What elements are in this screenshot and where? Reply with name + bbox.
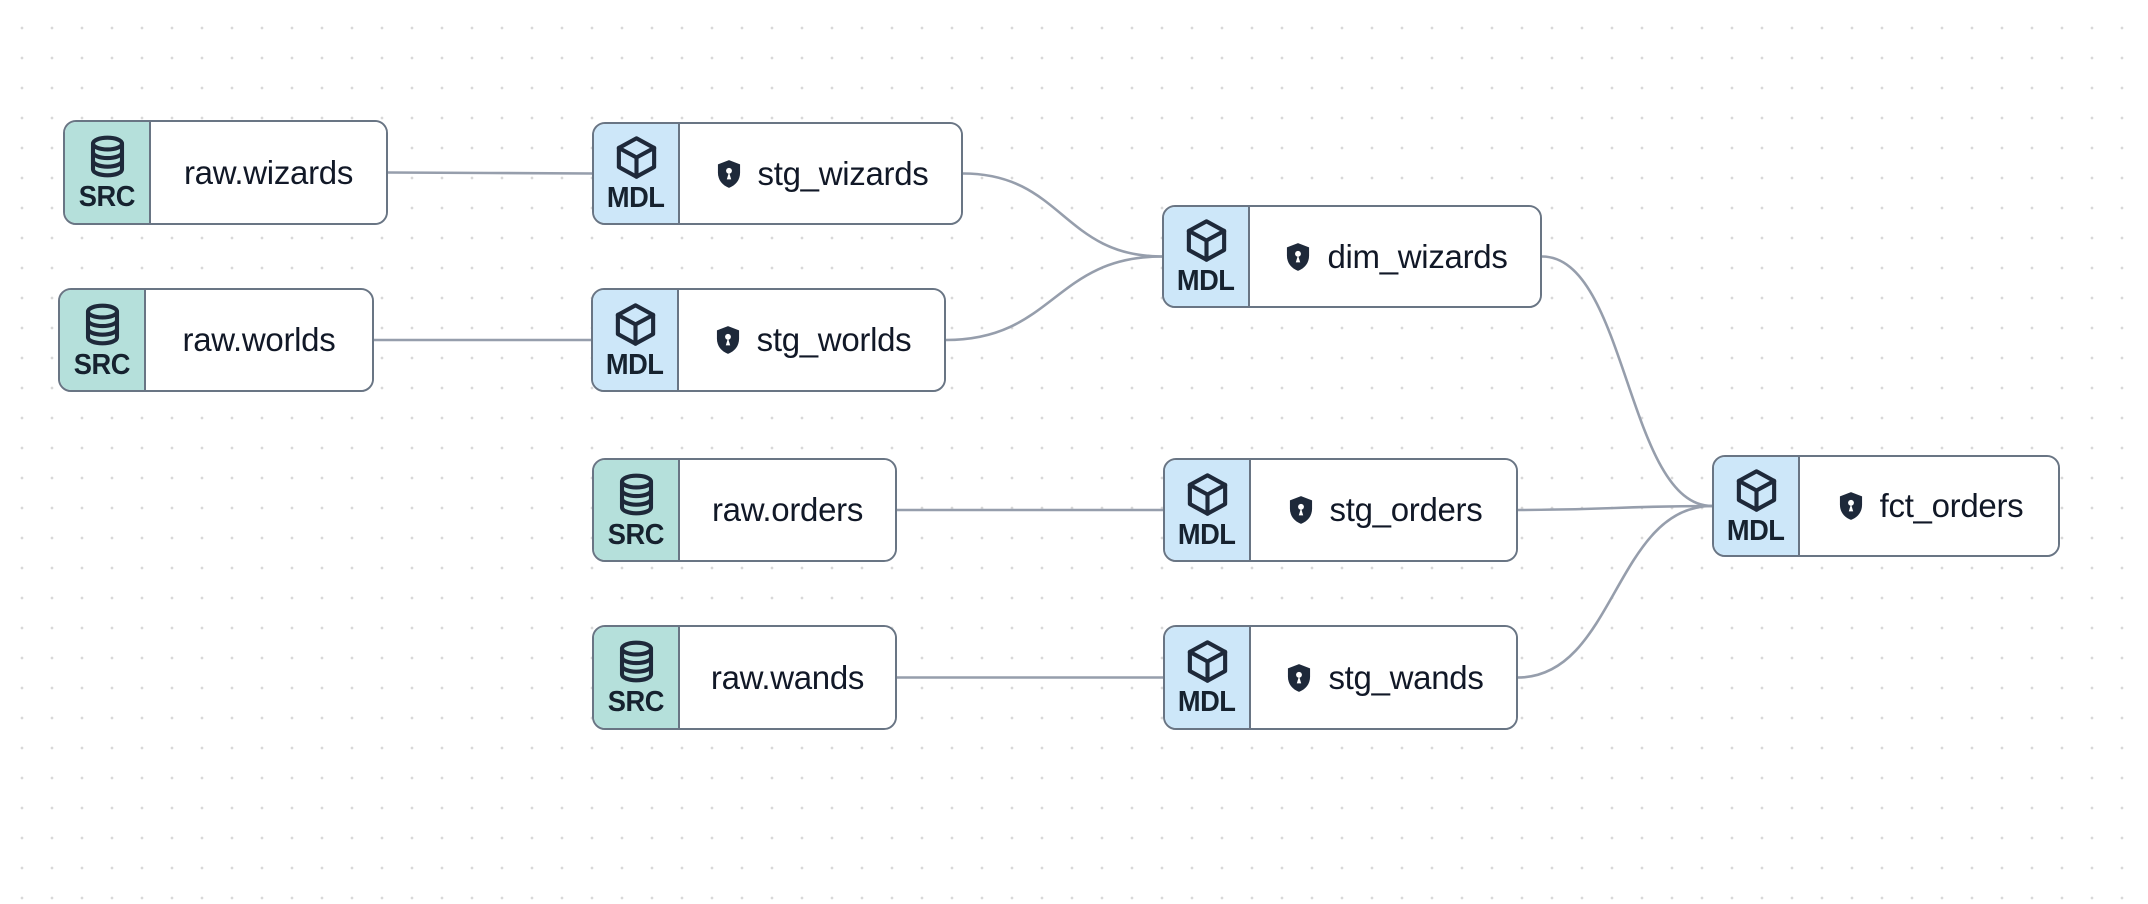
node-type-label: MDL [1177, 265, 1235, 297]
database-icon [613, 638, 660, 685]
node-stg_wands[interactable]: MDL stg_wands [1163, 625, 1518, 730]
cube-icon [612, 301, 659, 348]
node-type-badge: SRC [594, 460, 680, 560]
node-type-badge: SRC [594, 627, 680, 728]
node-fct_orders[interactable]: MDL fct_orders [1712, 455, 2060, 557]
edge-stg_orders-to-fct_orders [1516, 504, 1714, 512]
node-name: fct_orders [1879, 487, 2024, 524]
cube-icon [1183, 217, 1230, 264]
node-name: raw.wands [710, 658, 865, 696]
node-type-label: SRC [607, 686, 665, 718]
node-body: raw.wands [680, 627, 895, 728]
node-name: stg_wizards [757, 154, 929, 192]
node-name: raw.worlds [182, 321, 336, 358]
node-name: raw.wizards [183, 153, 354, 191]
node-type-label: SRC [78, 181, 136, 213]
node-type-label: MDL [1178, 686, 1236, 718]
node-raw-orders[interactable]: SRC raw.orders [592, 458, 897, 562]
shield-keyhole-icon [1283, 662, 1315, 694]
cube-icon [1184, 471, 1231, 518]
node-name: stg_wands [1328, 658, 1484, 696]
node-type-badge: SRC [65, 122, 151, 223]
cube-icon [613, 134, 660, 181]
node-type-label: MDL [607, 182, 665, 214]
node-type-badge: MDL [1714, 457, 1800, 555]
node-raw-worlds[interactable]: SRC raw.worlds [58, 288, 374, 392]
node-stg_worlds[interactable]: MDL stg_worlds [591, 288, 946, 392]
node-body: raw.wizards [151, 122, 386, 223]
node-body: dim_wizards [1250, 207, 1540, 306]
edge-raw-wizards-to-stg_wizards [386, 171, 594, 175]
node-body: stg_wizards [680, 124, 961, 223]
node-stg_orders[interactable]: MDL stg_orders [1163, 458, 1518, 562]
node-type-label: SRC [607, 518, 665, 551]
node-type-label: MDL [606, 348, 664, 381]
cube-icon [1733, 467, 1780, 514]
node-type-label: MDL [1178, 518, 1236, 551]
node-type-label: MDL [1727, 514, 1785, 547]
shield-keyhole-icon [1282, 241, 1314, 273]
node-stg_wizards[interactable]: MDL stg_wizards [592, 122, 963, 225]
node-body: raw.orders [680, 460, 895, 560]
edge-stg_wands-to-fct_orders [1516, 504, 1714, 679]
node-body: raw.worlds [146, 290, 372, 390]
node-type-badge: SRC [60, 290, 146, 390]
node-name: stg_worlds [756, 321, 912, 358]
edge-stg_wizards-to-dim_wizards [961, 172, 1164, 258]
node-body: stg_worlds [679, 290, 944, 390]
database-icon [613, 471, 660, 518]
cube-icon [1184, 638, 1231, 685]
node-raw-wands[interactable]: SRC raw.wands [592, 625, 897, 730]
shield-keyhole-icon [713, 158, 745, 190]
node-dim_wizards[interactable]: MDL dim_wizards [1162, 205, 1542, 308]
node-type-badge: MDL [1165, 627, 1251, 728]
edge-dim_wizards-to-fct_orders [1540, 255, 1714, 508]
node-name: stg_orders [1329, 491, 1483, 528]
node-body: fct_orders [1800, 457, 2058, 555]
edge-stg_worlds-to-dim_wizards [944, 255, 1164, 342]
node-name: dim_wizards [1327, 237, 1508, 275]
shield-keyhole-icon [712, 324, 744, 356]
node-type-badge: MDL [1164, 207, 1250, 306]
database-icon [79, 301, 126, 348]
node-body: stg_orders [1251, 460, 1516, 560]
node-type-badge: MDL [593, 290, 679, 390]
node-type-label: SRC [73, 348, 131, 381]
node-type-badge: MDL [594, 124, 680, 223]
database-icon [84, 133, 131, 180]
node-type-badge: MDL [1165, 460, 1251, 560]
node-raw-wizards[interactable]: SRC raw.wizards [63, 120, 388, 225]
shield-keyhole-icon [1285, 494, 1317, 526]
shield-keyhole-icon [1835, 490, 1867, 522]
node-body: stg_wands [1251, 627, 1516, 728]
node-name: raw.orders [711, 491, 864, 528]
